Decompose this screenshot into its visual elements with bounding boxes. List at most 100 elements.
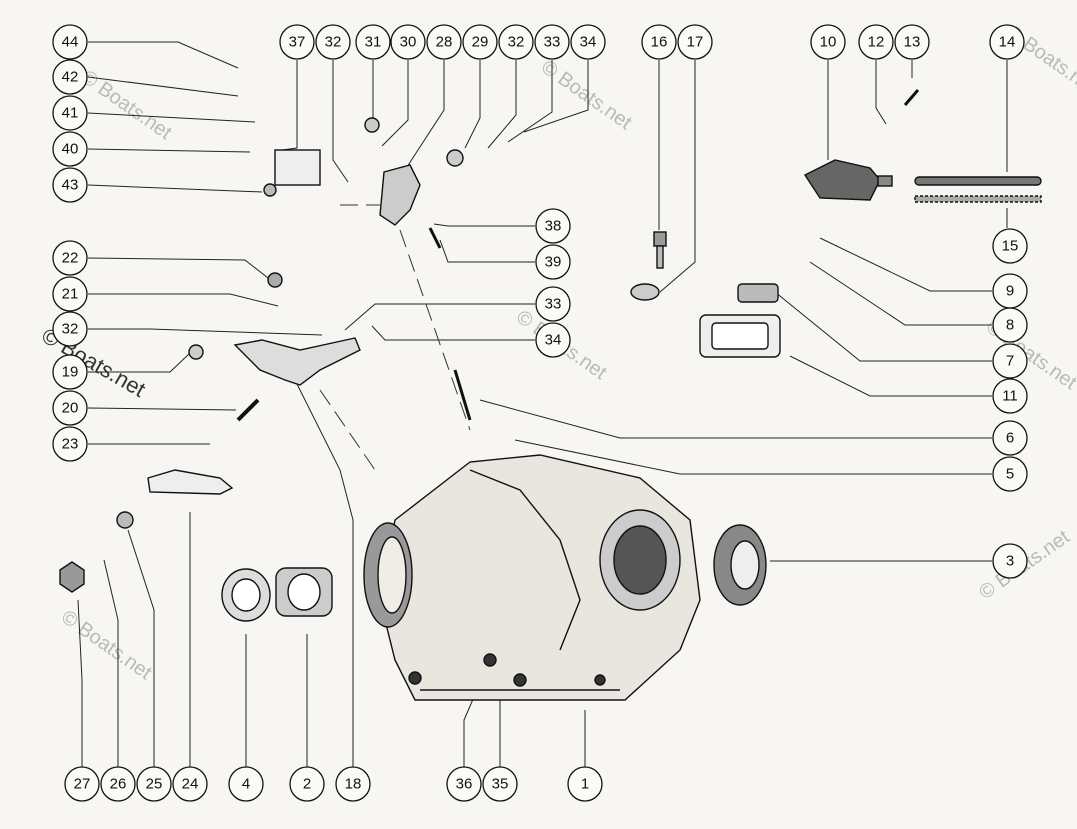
callout-number: 41	[62, 105, 79, 122]
callout-circle	[992, 456, 1028, 492]
callout-number: 33	[544, 34, 561, 51]
callout-circle	[992, 343, 1028, 379]
callout-number: 12	[868, 34, 885, 51]
leader-8	[809, 261, 992, 326]
callout-number: 13	[904, 34, 921, 51]
callout-32: 32	[315, 24, 351, 60]
callout-number: 42	[62, 69, 79, 86]
callout-circle	[64, 766, 100, 802]
callout-number: 15	[1002, 238, 1019, 255]
callout-circle	[279, 24, 315, 60]
callout-circle	[570, 24, 606, 60]
callout-circle	[462, 24, 498, 60]
callout-31: 31	[355, 24, 391, 60]
watermark: © Boats.net	[57, 606, 156, 684]
callout-circle	[52, 390, 88, 426]
callout-circle	[52, 59, 88, 95]
leader-19	[88, 352, 191, 373]
callout-29: 29	[462, 24, 498, 60]
callout-number: 19	[62, 364, 79, 381]
callout-number: 29	[472, 34, 489, 51]
callout-circle	[641, 24, 677, 60]
leader-9	[819, 237, 992, 292]
callout-number: 26	[110, 776, 127, 793]
callout-25: 25	[136, 766, 172, 802]
callout-34: 34	[535, 322, 571, 358]
shift-lever	[233, 337, 361, 386]
callout-circle	[535, 208, 571, 244]
callout-number: 17	[687, 34, 704, 51]
callout-number: 8	[1006, 317, 1014, 334]
spring-part-15	[914, 195, 1042, 203]
callout-15: 15	[992, 228, 1028, 264]
leader-21	[88, 293, 279, 307]
leader-32t	[332, 60, 349, 183]
callout-circle	[52, 276, 88, 312]
callout-26: 26	[100, 766, 136, 802]
callout-number: 32	[508, 34, 525, 51]
callout-circle	[52, 240, 88, 276]
bracket-part-37	[274, 149, 321, 186]
callout-circle	[228, 766, 264, 802]
callout-number: 28	[436, 34, 453, 51]
rod-part-14	[914, 176, 1042, 186]
pin-part-20	[236, 398, 260, 422]
callout-number: 37	[289, 34, 306, 51]
callout-40: 40	[52, 131, 88, 167]
callout-41: 41	[52, 95, 88, 131]
callout-circle	[992, 228, 1028, 264]
callout-43: 43	[52, 167, 88, 203]
leader-18	[294, 379, 354, 768]
callout-circle	[858, 24, 894, 60]
callout-12: 12	[858, 24, 894, 60]
callout-circle	[992, 543, 1028, 579]
leader-32t2	[487, 60, 517, 149]
callout-17: 17	[677, 24, 713, 60]
callout-16: 16	[641, 24, 677, 60]
grip-part-10	[803, 159, 881, 201]
leader-33m	[344, 303, 535, 331]
callout-24: 24	[172, 766, 208, 802]
callout-34: 34	[570, 24, 606, 60]
leader-44	[88, 41, 239, 69]
callout-number: 33	[545, 296, 562, 313]
callout-38: 38	[535, 208, 571, 244]
leader-27	[77, 599, 83, 768]
callout-number: 30	[400, 34, 417, 51]
leader-5	[514, 439, 992, 475]
callout-circle	[52, 131, 88, 167]
callout-21: 21	[52, 276, 88, 312]
callout-circle	[677, 24, 713, 60]
callout-4: 4	[228, 766, 264, 802]
callout-8: 8	[992, 307, 1028, 343]
callout-27: 27	[64, 766, 100, 802]
callout-circle	[534, 24, 570, 60]
callout-number: 7	[1006, 353, 1014, 370]
callout-circle	[992, 378, 1028, 414]
callout-circle	[482, 766, 518, 802]
callout-number: 44	[62, 34, 79, 51]
callout-circle	[355, 24, 391, 60]
leader-11	[789, 355, 992, 397]
leader-12	[875, 60, 887, 125]
callout-circle	[136, 766, 172, 802]
cam-plate-part-24	[147, 469, 234, 495]
callout-number: 24	[182, 776, 199, 793]
callout-6: 6	[992, 420, 1028, 456]
leader-29	[464, 60, 481, 149]
leader-6	[479, 399, 992, 439]
callout-30: 30	[390, 24, 426, 60]
callout-44: 44	[52, 24, 88, 60]
callout-20: 20	[52, 390, 88, 426]
callout-18: 18	[335, 766, 371, 802]
cover-part-7	[737, 283, 779, 303]
callout-circle	[810, 24, 846, 60]
leader-41	[87, 112, 256, 123]
callout-19: 19	[52, 354, 88, 390]
callout-circle	[426, 24, 462, 60]
callout-number: 27	[74, 776, 91, 793]
callout-number: 2	[303, 776, 311, 793]
assembly-lines	[319, 204, 471, 471]
callout-number: 23	[62, 436, 79, 453]
